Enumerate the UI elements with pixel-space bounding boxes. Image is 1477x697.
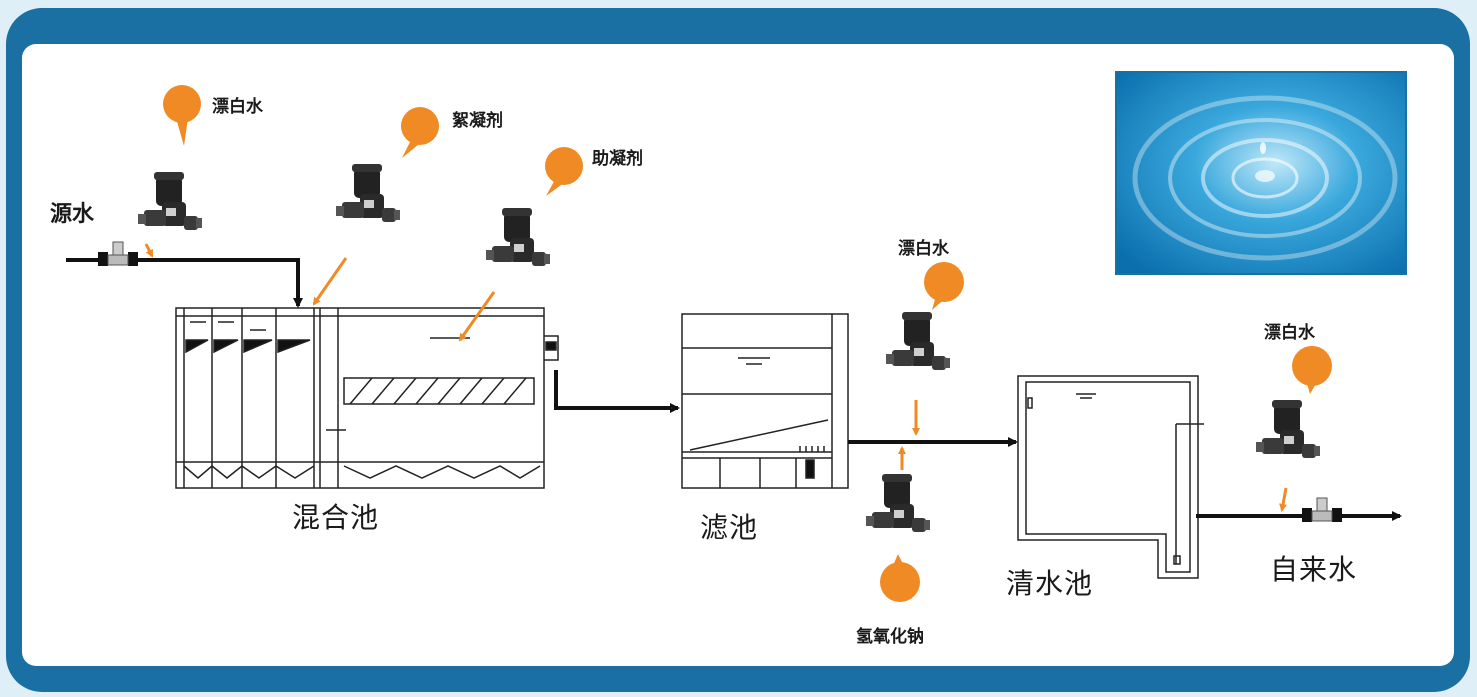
filter-tank-drawing (681, 313, 849, 489)
label-bleach-3: 漂白水 (1264, 323, 1315, 343)
chemical-tank-icon-coagulant (545, 147, 583, 185)
chemical-tank-icon-bleach-1 (163, 85, 201, 123)
label-coagulant-aid: 助凝剂 (592, 149, 643, 169)
outlet-valve-icon (1301, 497, 1343, 523)
label-filter-tank: 滤池 (700, 511, 759, 544)
metering-pump-icon-4 (886, 312, 950, 370)
mixing-tank-drawing (175, 307, 559, 489)
metering-pump-icon-1 (138, 172, 202, 230)
label-source-water: 源水 (50, 202, 95, 227)
source-pipe (66, 241, 303, 308)
label-flocculant: 絮凝剂 (452, 111, 503, 131)
label-sodium-hydroxide: 氢氧化钠 (856, 627, 924, 647)
chemical-tank-icon-naoh (880, 562, 920, 602)
metering-pump-icon-5 (866, 474, 930, 532)
source-valve-icon (97, 241, 139, 267)
chemical-tank-icon-bleach-3 (1292, 346, 1332, 386)
label-clear-water-tank: 清水池 (1006, 567, 1094, 600)
clear-water-tank-drawing (1017, 375, 1204, 579)
chemical-tanks (163, 85, 1332, 602)
label-mixing-tank: 混合池 (292, 501, 380, 534)
chemical-tank-icon-flocculant (401, 107, 439, 145)
chemical-tank-icon-bleach-2 (924, 262, 964, 302)
dosing-arrows (144, 243, 1288, 512)
label-bleach-2: 漂白水 (898, 239, 949, 259)
water-ripple-image (1115, 71, 1407, 275)
pipe-mixing-to-filter (554, 370, 680, 413)
label-bleach-1: 漂白水 (212, 97, 263, 117)
tap-water-pipe (1196, 497, 1402, 523)
metering-pump-icon-3 (486, 208, 550, 266)
metering-pump-icon-6 (1256, 400, 1320, 458)
metering-pump-icon-2 (336, 164, 400, 222)
label-tap-water: 自来水 (1270, 553, 1358, 586)
